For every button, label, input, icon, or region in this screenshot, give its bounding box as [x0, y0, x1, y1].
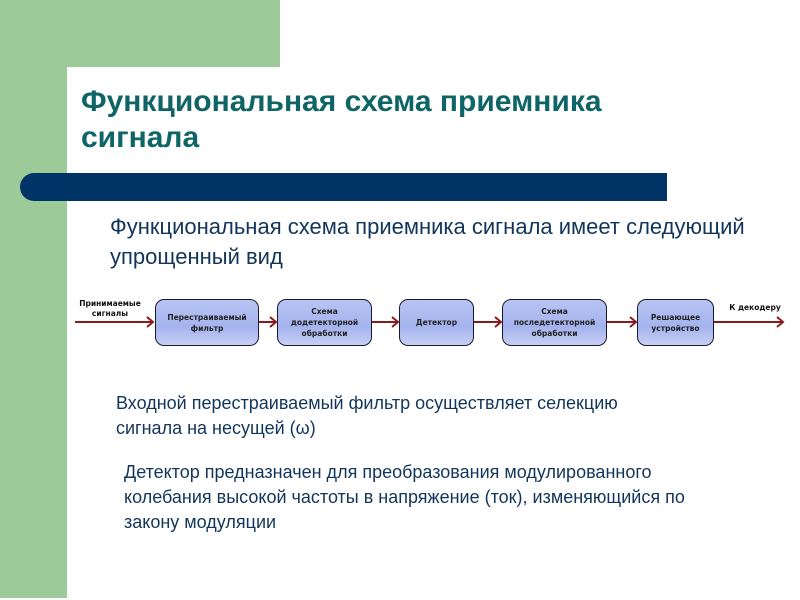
output-decoder-label: К декодеру [729, 303, 781, 312]
content-corner [67, 67, 107, 107]
block-decision-device: Решающее устройство [637, 299, 714, 346]
slide-subtitle: Функциональная схема приемника сигнала и… [110, 214, 745, 269]
receiver-block-diagram: Принимаемые сигналы К декодеру Перестраи… [0, 290, 800, 360]
block-predetection-processing: Схема додетекторной обработки [277, 299, 372, 346]
detector-description: Детектор предназначен для преобразования… [124, 462, 685, 532]
slide-title: Функциональная схема приемника сигнала [81, 85, 602, 154]
filter-description: Входной перестраиваемый фильтр осуществл… [116, 393, 618, 438]
block-detector: Детектор [399, 299, 474, 346]
block-postdetection-processing: Схема последетекторной обработки [502, 299, 607, 346]
block-tunable-filter: Перестраиваемый фильтр [155, 299, 259, 346]
input-signals-label: Принимаемые сигналы [79, 299, 141, 318]
green-accent-left [0, 0, 67, 598]
signal-flow-arrows [75, 316, 785, 328]
title-divider-bar [20, 173, 667, 201]
